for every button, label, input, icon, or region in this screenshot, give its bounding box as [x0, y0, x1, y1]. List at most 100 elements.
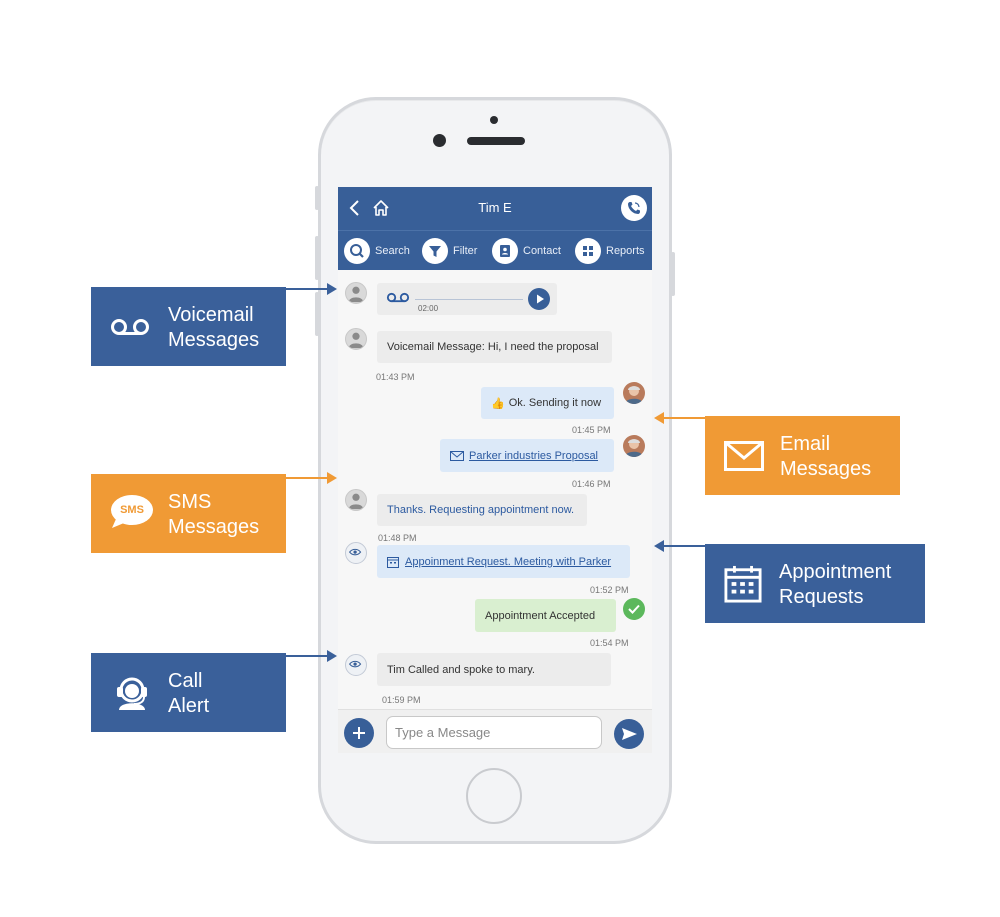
appointment-callout: Appointment Requests — [705, 544, 925, 623]
toolbar: Search Filter Contact Reports — [338, 230, 652, 271]
callout-line1: Appointment — [779, 561, 892, 583]
play-icon — [537, 294, 544, 304]
voicemail-icon — [111, 319, 149, 335]
callout-line2: Alert — [168, 695, 210, 717]
email-link[interactable]: Parker industries Proposal — [469, 449, 599, 462]
sms-callout: SMS SMS Messages — [91, 474, 286, 553]
voicemail-callout-text: Voicemail Messages — [168, 303, 259, 353]
message-bubble[interactable]: Voicemail Message: Hi, I need the propos… — [377, 331, 612, 363]
callout-line1: Voicemail — [168, 304, 254, 326]
arrow-left-icon — [654, 540, 664, 552]
phone-volume-up — [315, 236, 319, 280]
chat-thread: 02:00 Voicemail Message: Hi, I need the … — [338, 270, 652, 709]
email-callout-text: Email Messages — [780, 432, 871, 482]
person-icon — [348, 286, 364, 303]
voicemail-icon — [386, 292, 410, 303]
top-bar: Tim E — [338, 187, 652, 230]
callout-line1: Call — [168, 670, 203, 692]
contact-icon — [500, 245, 510, 257]
message-time: 01:45 PM — [572, 425, 611, 435]
check-badge — [623, 598, 645, 620]
sms-callout-text: SMS Messages — [168, 490, 259, 540]
message-text: Voicemail Message: Hi, I need the propos… — [387, 341, 599, 353]
reports-label: Reports — [606, 245, 645, 257]
voicemail-duration: 02:00 — [418, 304, 439, 313]
eye-icon — [348, 548, 362, 556]
accepted-bubble[interactable]: Appointment Accepted — [475, 599, 616, 632]
voicemail-bubble[interactable]: 02:00 — [377, 283, 557, 315]
callout-line1: Email — [780, 433, 831, 455]
calendar-icon — [387, 556, 399, 568]
add-attachment-button[interactable] — [344, 718, 374, 748]
call-connector — [286, 655, 327, 657]
message-text: Appointment Accepted — [485, 609, 596, 622]
callout-line1: SMS — [168, 491, 212, 513]
call-button[interactable] — [621, 195, 647, 221]
call-alert-bubble[interactable]: Tim Called and spoke to mary. — [377, 653, 611, 686]
message-input[interactable] — [386, 716, 602, 749]
back-icon[interactable] — [347, 198, 363, 218]
email-bubble[interactable]: Parker industries Proposal — [440, 439, 614, 472]
arrow-right-icon — [327, 650, 337, 662]
appointment-connector — [664, 545, 705, 547]
callout-line2: Messages — [168, 329, 260, 351]
search-icon — [350, 244, 364, 258]
phone-volume-down — [315, 292, 319, 336]
message-time: 01:48 PM — [378, 533, 417, 543]
calendar-icon — [724, 565, 762, 603]
sms-connector — [286, 477, 327, 479]
call-callout-text: Call Alert — [168, 669, 209, 719]
contact-avatar — [345, 282, 367, 304]
appointment-link[interactable]: Appoinment Request. Meeting with Parker — [405, 555, 612, 568]
message-text: Ok. Sending it now — [508, 397, 602, 409]
home-button[interactable] — [466, 768, 522, 824]
audio-progress-track[interactable] — [415, 299, 523, 300]
phone-side-button — [315, 186, 319, 210]
checkmark-icon — [628, 604, 640, 614]
sms-bubble[interactable]: Thanks. Requesting appointment now. — [377, 494, 587, 526]
email-callout: Email Messages — [705, 416, 900, 495]
callout-line2: Messages — [168, 516, 260, 538]
contact-label: Contact — [523, 245, 561, 257]
app-screen: Tim E Search Filter Contact Reports — [338, 187, 652, 753]
search-button[interactable]: Search — [344, 238, 410, 264]
filter-button[interactable]: Filter — [422, 238, 477, 264]
contact-button[interactable]: Contact — [492, 238, 561, 264]
message-time: 01:43 PM — [376, 372, 415, 382]
email-connector — [664, 417, 705, 419]
headset-agent-icon — [117, 677, 147, 710]
callout-line2: Messages — [780, 458, 872, 480]
filter-label: Filter — [453, 245, 478, 257]
send-icon — [622, 728, 637, 740]
filter-icon — [429, 246, 441, 257]
message-text: Tim Called and spoke to mary. — [387, 663, 535, 676]
thumbs-up-icon: 👍 — [491, 397, 505, 410]
sms-bubble-icon: SMS — [110, 494, 154, 530]
message-time: 01:59 PM — [382, 695, 421, 705]
reports-icon — [583, 246, 593, 256]
play-button[interactable] — [528, 288, 550, 310]
send-button[interactable] — [614, 719, 644, 749]
appointment-callout-text: Appointment Requests — [779, 560, 891, 610]
contact-avatar — [345, 328, 367, 350]
appointment-bubble[interactable]: Appoinment Request. Meeting with Parker — [377, 545, 630, 578]
callout-line2: Requests — [779, 586, 864, 608]
voicemail-connector — [286, 288, 327, 290]
message-bubble[interactable]: 👍 Ok. Sending it now — [481, 387, 614, 419]
contact-title: Tim E — [478, 200, 512, 215]
person-icon — [348, 493, 364, 510]
arrow-right-icon — [327, 472, 337, 484]
call-alert-callout: Call Alert — [91, 653, 286, 732]
phone-icon — [628, 202, 640, 214]
message-time: 01:52 PM — [590, 585, 629, 595]
message-time: 01:46 PM — [572, 479, 611, 489]
reports-button[interactable]: Reports — [575, 238, 645, 264]
home-icon[interactable] — [372, 199, 390, 217]
sms-icon-label: SMS — [120, 504, 144, 516]
eye-icon — [348, 660, 362, 668]
person-icon — [625, 439, 643, 457]
front-camera — [433, 134, 446, 147]
message-time: 01:54 PM — [590, 638, 629, 648]
person-icon — [625, 386, 643, 404]
person-icon — [348, 332, 364, 349]
